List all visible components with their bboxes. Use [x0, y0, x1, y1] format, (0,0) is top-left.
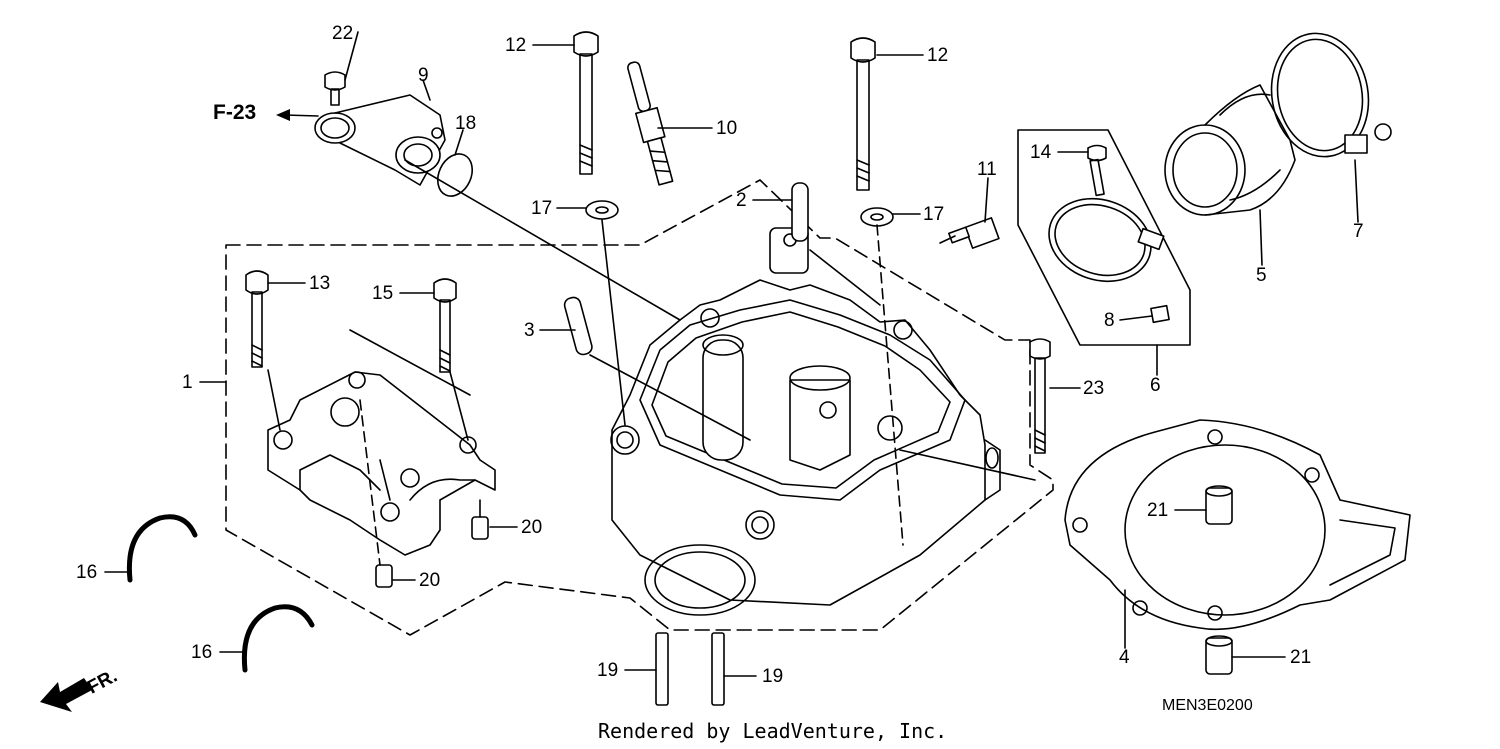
clip-16a — [126, 514, 198, 583]
bolt-14 — [1087, 144, 1107, 197]
nut-8 — [1150, 304, 1170, 324]
watermark: Rendered by LeadVenture, Inc. — [598, 719, 948, 743]
callout-21: 21 — [1290, 647, 1312, 668]
callout-6: 6 — [1150, 375, 1161, 396]
bolt-15 — [433, 278, 457, 373]
dowel-21a — [1205, 487, 1233, 525]
clamp-set-boundary — [1017, 129, 1191, 346]
callout-10: 10 — [716, 118, 738, 139]
clamp-7 — [1270, 32, 1370, 158]
callout-19: 19 — [597, 660, 619, 681]
callout-18: 18 — [455, 113, 477, 134]
callout-2: 2 — [736, 190, 747, 211]
head-gasket — [1064, 419, 1411, 631]
bolt-13 — [245, 270, 269, 368]
reference-arrow-icon — [276, 109, 290, 121]
callout-23: 23 — [1083, 378, 1105, 399]
valve-guide-2 — [791, 182, 809, 242]
callout-1: 1 — [182, 372, 193, 393]
callout-17: 17 — [923, 204, 945, 225]
valve-guide-3 — [563, 296, 593, 356]
callout-11: 11 — [977, 159, 997, 180]
callout-20: 20 — [419, 570, 441, 591]
callout-22: 22 — [332, 23, 354, 44]
dowel-20b — [375, 564, 393, 588]
temp-sensor — [939, 217, 1000, 249]
dowel-21b — [1205, 637, 1233, 675]
callout-19: 19 — [762, 666, 784, 687]
assembly-boundary — [225, 179, 1054, 636]
bolt-23 — [1029, 338, 1051, 454]
callout-7: 7 — [1353, 221, 1364, 242]
callout-13: 13 — [309, 273, 331, 294]
callout-17: 17 — [531, 198, 553, 219]
callout-5: 5 — [1256, 265, 1267, 286]
o-ring-18 — [436, 153, 474, 197]
clamp-band — [1048, 197, 1152, 283]
bolt-22 — [324, 71, 346, 106]
head-bolt-12b — [850, 37, 876, 191]
washer-17b — [860, 207, 894, 227]
callout-20: 20 — [521, 517, 543, 538]
stud-19b — [711, 632, 725, 706]
cylinder-head — [610, 227, 1001, 616]
head-bolt-12a — [573, 31, 599, 175]
callout-12: 12 — [505, 35, 527, 56]
callout-8: 8 — [1104, 310, 1115, 331]
callout-15: 15 — [372, 283, 394, 304]
callout-4: 4 — [1119, 647, 1130, 668]
diagram-code: MEN3E0200 — [1162, 697, 1253, 714]
callout-16: 16 — [76, 562, 98, 583]
callout-16: 16 — [191, 642, 213, 663]
front-direction-arrow-icon — [40, 678, 92, 712]
spark-plug — [627, 61, 674, 186]
clip-16b — [241, 604, 315, 673]
stud-19a — [655, 632, 669, 706]
washer-17a — [585, 200, 619, 220]
callout-14: 14 — [1030, 142, 1052, 163]
reference-label: F-23 — [213, 101, 257, 124]
water-joint — [314, 94, 446, 186]
callout-3: 3 — [524, 320, 535, 341]
callout-12: 12 — [927, 45, 949, 66]
callout-21: 21 — [1147, 500, 1169, 521]
callout-9: 9 — [418, 65, 429, 86]
dowel-20a — [471, 516, 489, 540]
insulator — [1164, 84, 1296, 216]
